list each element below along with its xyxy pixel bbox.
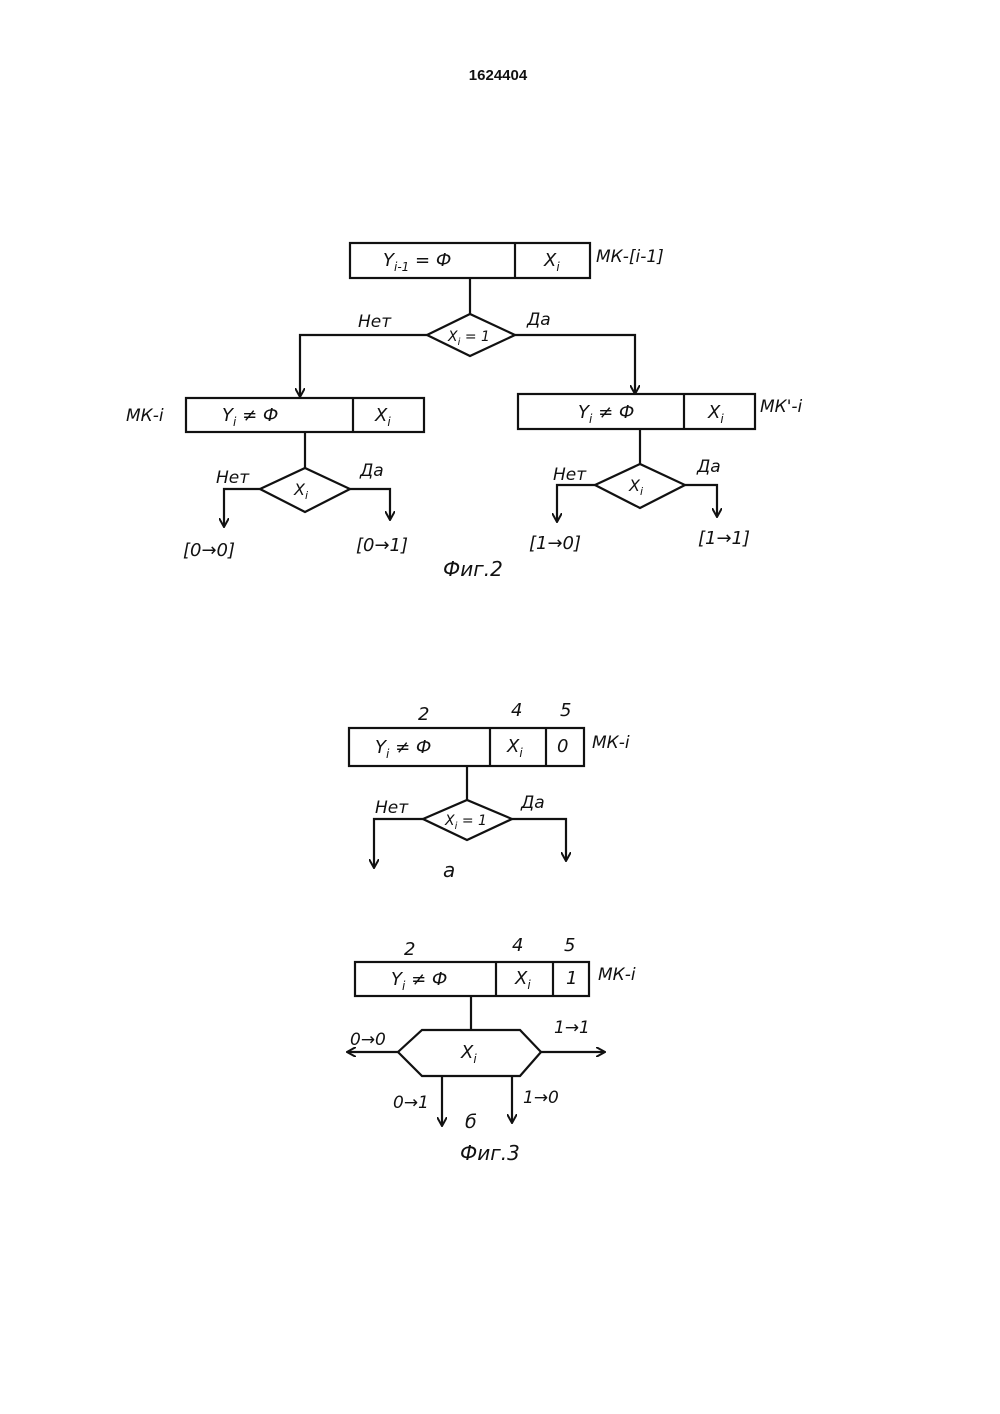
fig3b-variable: Xi bbox=[514, 968, 531, 992]
fig3a-flag: 0 bbox=[557, 736, 568, 757]
fig3b-outcome-1-1: 1→1 bbox=[554, 1018, 590, 1038]
fig3b-number-2: 2 bbox=[404, 939, 415, 960]
fig3a-number-2: 2 bbox=[418, 704, 429, 725]
outcome-0-0: [0→0] bbox=[183, 540, 235, 561]
top-decision-yes-label: Да bbox=[526, 310, 551, 330]
fig3b-outcome-0-0: 0→0 bbox=[350, 1030, 386, 1050]
top-block-variable: Xi bbox=[543, 250, 560, 274]
fig3a-condition: Yi ≠ Ф bbox=[375, 737, 431, 761]
fig3b-hex-text: Xi bbox=[460, 1042, 477, 1066]
right-decision-text: Xi bbox=[628, 476, 643, 498]
fig2-caption: Фиг.2 bbox=[443, 557, 503, 581]
left-block-condition: Yi ≠ Ф bbox=[222, 405, 278, 429]
fig3b: 2 4 5 Yi ≠ Ф Xi 1 МК-i Xi 0→0 1→1 0→1 1→… bbox=[348, 935, 636, 1165]
fig3a-label: МК-i bbox=[592, 733, 630, 753]
fig3a-no-label: Нет bbox=[375, 798, 409, 818]
left-block-variable: Xi bbox=[374, 405, 391, 429]
fig3b-number-4: 4 bbox=[512, 935, 523, 956]
fig3a: 2 4 5 Yi ≠ Ф Xi 0 МК-i Xi = 1 Нет Да а bbox=[349, 700, 630, 882]
right-decision-yes-label: Да bbox=[696, 457, 721, 477]
fig3-caption: Фиг.3 bbox=[460, 1141, 520, 1165]
fig3a-number-4: 4 bbox=[511, 700, 522, 721]
top-block-label: МК-[i-1] bbox=[596, 247, 664, 267]
document-number: 1624404 bbox=[469, 67, 528, 84]
fig3a-decision-text: Xi = 1 bbox=[444, 813, 487, 832]
fig3a-variable: Xi bbox=[506, 736, 523, 760]
fig3b-flag: 1 bbox=[566, 968, 577, 989]
fig3b-label: МК-i bbox=[598, 965, 636, 985]
fig3b-outcome-0-1: 0→1 bbox=[393, 1093, 429, 1113]
fig3a-caption: а bbox=[443, 858, 455, 882]
right-block-label: МК'-i bbox=[760, 397, 803, 417]
right-decision-no-label: Нет bbox=[553, 465, 587, 485]
fig3b-outcome-1-0: 1→0 bbox=[523, 1088, 559, 1108]
outcome-1-1: [1→1] bbox=[698, 528, 750, 549]
top-decision-text: Xi = 1 bbox=[447, 329, 490, 348]
outcome-1-0: [1→0] bbox=[529, 533, 581, 554]
top-decision-no-label: Нет bbox=[358, 312, 392, 332]
fig3a-yes-label: Да bbox=[520, 793, 545, 813]
left-decision-yes-label: Да bbox=[359, 461, 384, 481]
left-decision-no-label: Нет bbox=[216, 468, 250, 488]
left-block-label: МК-i bbox=[126, 406, 164, 426]
fig3b-number-5: 5 bbox=[564, 935, 575, 956]
fig3b-condition: Yi ≠ Ф bbox=[391, 969, 447, 993]
right-block-condition: Yi ≠ Ф bbox=[578, 402, 634, 426]
fig2: Yi-1 = Ф Xi МК-[i-1] Xi = 1 Нет Да МК-i … bbox=[126, 243, 803, 581]
right-block-variable: Xi bbox=[707, 402, 724, 426]
fig3a-number-5: 5 bbox=[560, 700, 571, 721]
left-decision-text: Xi bbox=[293, 480, 308, 502]
top-block-condition: Yi-1 = Ф bbox=[383, 250, 451, 274]
outcome-0-1: [0→1] bbox=[356, 535, 408, 556]
fig3b-caption: б bbox=[465, 1111, 477, 1133]
